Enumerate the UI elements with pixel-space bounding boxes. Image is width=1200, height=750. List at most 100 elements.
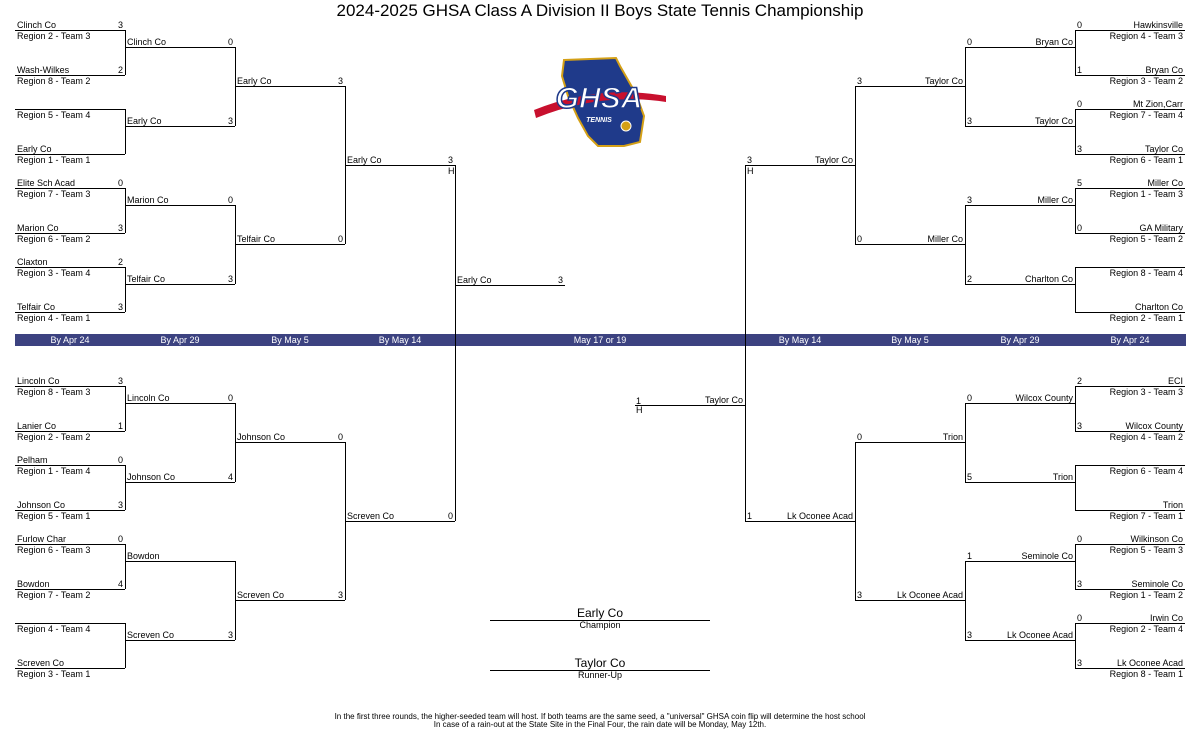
- right_top-r2-score: 2: [967, 274, 973, 284]
- right_top-r1-team: Mt Zion,Carr: [1132, 99, 1183, 109]
- right_bottom-r1-team: Lk Oconee Acad: [1116, 658, 1183, 668]
- right_top-r1-score: 5: [1077, 178, 1083, 188]
- right_bottom-r1-seed: Region 5 - Team 3: [1109, 545, 1183, 555]
- right_bottom-r1-team: Wilkinson Co: [1130, 534, 1183, 544]
- left_bottom-r1-seed: Region 5 - Team 1: [17, 511, 91, 521]
- round-label-left-4: By May 14: [378, 335, 422, 345]
- left_top-r4-host: H: [448, 166, 455, 176]
- round-label-left-3: By May 5: [271, 335, 309, 345]
- right_top-r1-line: [1075, 154, 1185, 155]
- left_top-r4-score: 3: [448, 155, 454, 165]
- left_top-r1-score: 3: [118, 20, 124, 30]
- right_bottom-r2-line: [965, 482, 1075, 483]
- right_bottom-r1-line: [1075, 589, 1185, 590]
- left_top-r1-line: [15, 312, 125, 313]
- left_bottom-r1-score: 3: [118, 500, 124, 510]
- right_bottom-r1-seed: Region 4 - Team 2: [1109, 432, 1183, 442]
- right_bottom-r1-seed: Region 1 - Team 2: [1109, 590, 1183, 600]
- left_top-r1-seed: Region 4 - Team 1: [17, 313, 91, 323]
- round-label-left-2: By Apr 29: [160, 335, 200, 345]
- left_bottom-r2-team: Johnson Co: [127, 472, 176, 482]
- left_top-r1-team: Early Co: [17, 144, 52, 154]
- left-semifinal-connector: [455, 165, 456, 521]
- left_top-r1-seed: Region 1 - Team 1: [17, 155, 91, 165]
- right_bottom-r4-score: 1: [747, 511, 753, 521]
- right_top-r2-line: [965, 205, 1075, 206]
- right_top-r1-seed: Region 6 - Team 1: [1109, 155, 1183, 165]
- right_top-r2-line: [965, 284, 1075, 285]
- right_top-r1-score: 0: [1077, 223, 1083, 233]
- page-title: 2024-2025 GHSA Class A Division II Boys …: [336, 1, 864, 20]
- right_bottom-r3-team: Lk Oconee Acad: [896, 590, 963, 600]
- right_bottom-r2-score: 0: [967, 393, 973, 403]
- right_bottom-r1-line: [1075, 544, 1185, 545]
- left_bottom-r2-team: Bowdon: [127, 551, 160, 561]
- left_bottom-r2-team: Screven Co: [127, 630, 175, 640]
- round-date-band: [15, 334, 1186, 346]
- left_bottom-r1-score: 1: [118, 421, 124, 431]
- left_bottom-r3-line: [235, 442, 345, 443]
- round-label-right-4: By May 14: [778, 335, 822, 345]
- right_top-r1-team: Bryan Co: [1145, 65, 1183, 75]
- left_bottom-r1-seed: Region 6 - Team 3: [17, 545, 91, 555]
- left_bottom-r4-team: Screven Co: [347, 511, 395, 521]
- semi-left-line: [455, 285, 565, 286]
- left_top-r1-connector: [125, 267, 126, 312]
- left_bottom-r1-connector: [125, 386, 126, 431]
- left_bottom-r1-team: Furlow Char: [17, 534, 67, 544]
- left_bottom-r1-score: 4: [118, 579, 124, 589]
- champion-caption: Champion: [579, 620, 621, 630]
- left_bottom-r1-line: [15, 510, 125, 511]
- left_bottom-r1-team: Lincoln Co: [17, 376, 60, 386]
- left_top-r4-line: [345, 165, 455, 166]
- round-label-right-2: By Apr 29: [1000, 335, 1040, 345]
- left_top-r3-score: 0: [338, 234, 344, 244]
- left_bottom-r1-line: [15, 623, 125, 624]
- left_bottom-r2-line: [125, 640, 235, 641]
- right_bottom-r1-team: Trion: [1162, 500, 1183, 510]
- right_top-r3-line: [855, 244, 965, 245]
- left_bottom-r1-team: Screven Co: [17, 658, 65, 668]
- left_bottom-r1-score: 0: [118, 534, 124, 544]
- left_top-r1-connector: [125, 30, 126, 75]
- right_top-r1-score: 1: [1077, 65, 1083, 75]
- right_top-r2-team: Charlton Co: [1024, 274, 1073, 284]
- left_top-r1-score: 3: [118, 302, 124, 312]
- right_bottom-r2-line: [965, 403, 1075, 404]
- right_top-r1-seed: Region 7 - Team 4: [1109, 110, 1183, 120]
- right_top-r1-team: GA Military: [1139, 223, 1183, 233]
- right_bottom-r3-line: [855, 442, 965, 443]
- left_top-r1-score: 2: [118, 257, 124, 267]
- right_top-r1-connector: [1075, 30, 1076, 75]
- right_bottom-r1-score: 2: [1077, 376, 1083, 386]
- semi-right-host: H: [636, 405, 643, 415]
- left_top-r1-line: [15, 267, 125, 268]
- left_bottom-r3-team: Screven Co: [237, 590, 285, 600]
- left_top-r1-line: [15, 30, 125, 31]
- left_top-r1-team: Telfair Co: [17, 302, 56, 312]
- left_bottom-r1-connector: [125, 465, 126, 510]
- runner-up-name: Taylor Co: [574, 656, 626, 670]
- left_top-r3-line: [235, 244, 345, 245]
- left_top-r2-score: 3: [228, 274, 234, 284]
- left_top-r2-line: [125, 47, 235, 48]
- right_top-r2-team: Taylor Co: [1034, 116, 1073, 126]
- right_bottom-r1-line: [1075, 623, 1185, 624]
- semi-left-score: 3: [558, 275, 564, 285]
- left_top-r2-line: [125, 284, 235, 285]
- left_top-r1-line: [15, 109, 125, 110]
- left_bottom-r2-score: 0: [228, 393, 234, 403]
- round-label-center: May 17 or 19: [573, 335, 627, 345]
- left_bottom-r2-line: [125, 561, 235, 562]
- right_top-r1-connector: [1075, 267, 1076, 312]
- right_bottom-r1-seed: Region 3 - Team 3: [1109, 387, 1183, 397]
- right_bottom-r1-line: [1075, 668, 1185, 669]
- left_top-r1-team: Wash-Wilkes: [17, 65, 70, 75]
- right_top-r1-line: [1075, 267, 1185, 268]
- right_bottom-r1-line: [1075, 510, 1185, 511]
- left_top-r1-score: 0: [118, 178, 124, 188]
- right_top-r2-score: 3: [967, 195, 973, 205]
- ghsa-logo: GHSA TENNIS: [534, 56, 666, 147]
- left_top-r1-seed: Region 8 - Team 2: [17, 76, 91, 86]
